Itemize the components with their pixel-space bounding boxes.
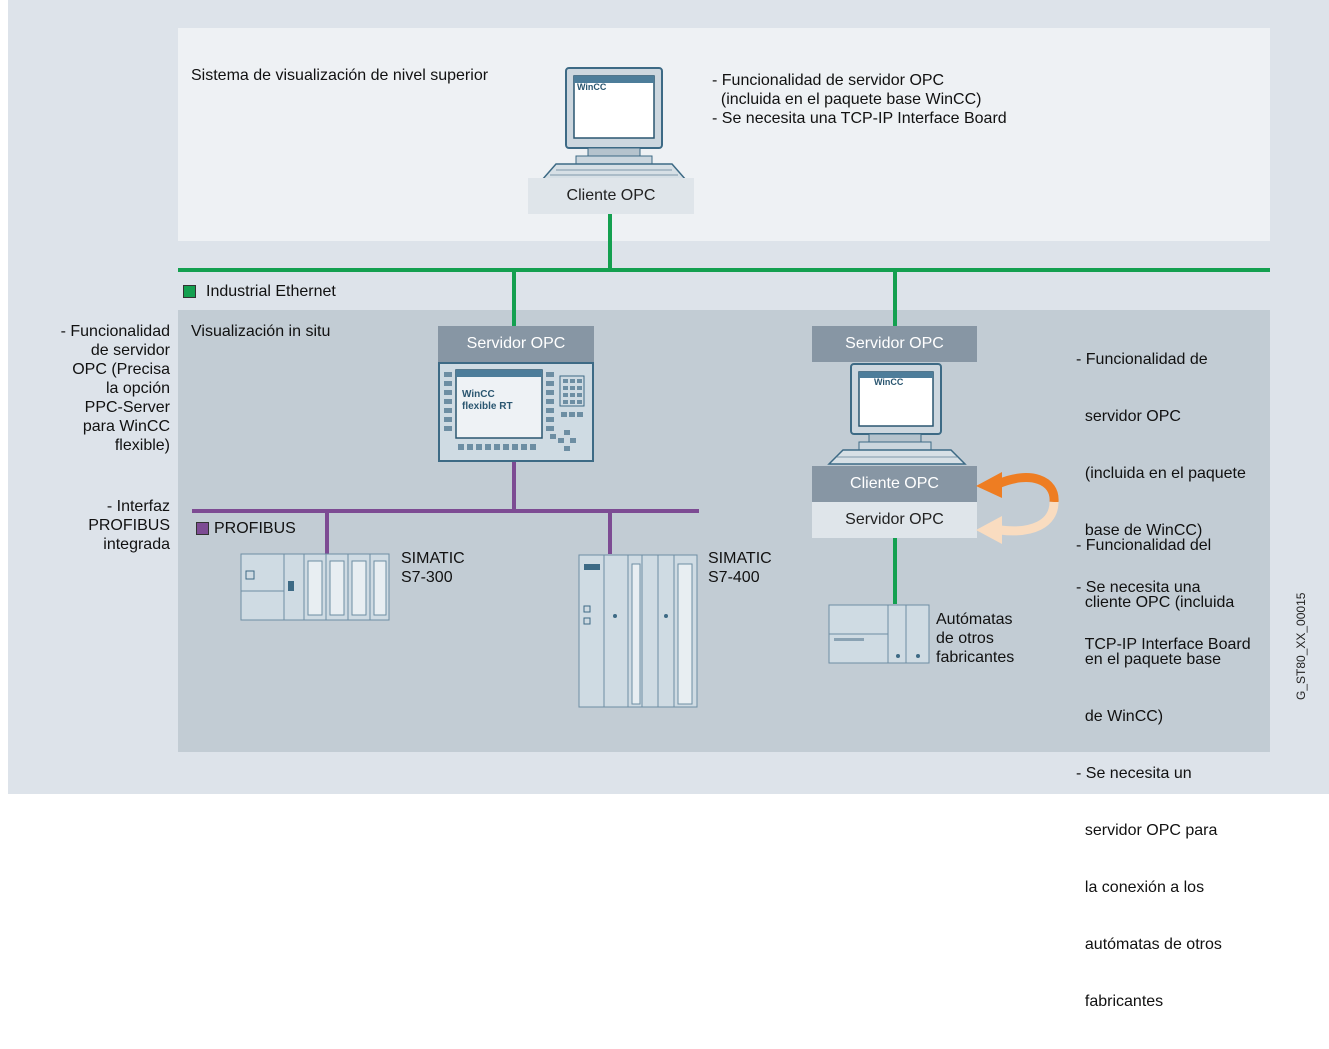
left-opc-note-line: la opción xyxy=(105,380,170,397)
panel-screen-line-1: WinCC xyxy=(462,389,495,400)
top-note-3: - Se necesita una TCP-IP Interface Board xyxy=(712,110,1007,127)
left-opc-note-line: - Funcionalidad xyxy=(60,323,170,340)
figure-id: G_ST80_XX_00015 xyxy=(1294,592,1308,700)
profibus-drop-s7-400 xyxy=(608,512,612,554)
s7-300-label-line-2: S7-300 xyxy=(401,569,453,586)
s7-400-plc-icon xyxy=(578,554,698,708)
top-note-1: - Funcionalidad de servidor OPC xyxy=(712,72,945,89)
profibus-bus xyxy=(192,509,699,513)
panel-screen-line-2: flexible RT xyxy=(462,401,513,412)
site-pc-screen-label: WinCC xyxy=(874,377,904,387)
ethernet-legend-swatch xyxy=(183,285,196,298)
right-server-note-line: TCP-IP Interface Board xyxy=(1076,636,1251,653)
left-opc-note: - Funcionalidad de servidor OPC (Precisa… xyxy=(28,322,170,455)
right-server-note-line: - Se necesita una xyxy=(1076,579,1201,596)
third-party-plc-label: Autómatas de otros fabricantes xyxy=(936,610,1014,667)
top-client-opc-box: Cliente OPC xyxy=(528,178,694,214)
s7-400-label: SIMATIC S7-400 xyxy=(708,549,772,587)
top-level-system-panel xyxy=(178,28,1270,241)
left-profibus-note-line: integrada xyxy=(103,536,170,553)
profibus-legend-swatch xyxy=(196,522,209,535)
s7-400-label-line-2: S7-400 xyxy=(708,569,760,586)
left-opc-note-line: PPC-Server xyxy=(84,399,170,416)
orange-arrowhead-icon xyxy=(976,472,1002,498)
right-client-note-line: fabricantes xyxy=(1076,993,1164,1010)
right-server-note-line: base de WinCC) xyxy=(1076,522,1203,539)
third-party-plc-icon xyxy=(828,604,930,664)
top-notes: - Funcionalidad de servidor OPC (incluid… xyxy=(712,71,1007,128)
right-server-note: - Funcionalidad de servidor OPC (incluid… xyxy=(1076,312,1251,692)
left-profibus-note: - Interfaz PROFIBUS integrada xyxy=(28,497,170,554)
top-system-title: Sistema de visualización de nivel superi… xyxy=(191,67,489,84)
profibus-label: PROFIBUS xyxy=(214,520,296,537)
left-opc-note-line: flexible) xyxy=(114,437,170,454)
right-client-note-line: de WinCC) xyxy=(1076,708,1164,725)
client-server-loop-arrows xyxy=(976,472,1059,544)
top-pc-icon xyxy=(540,67,688,181)
on-site-visualization-panel xyxy=(178,310,1270,752)
right-client-note-line: en el paquete base xyxy=(1076,651,1222,668)
right-server-note-line: servidor OPC xyxy=(1076,408,1181,425)
right-client-note-line: autómatas de otros xyxy=(1076,936,1222,953)
right-server-note-line: (incluida en el paquete xyxy=(1076,465,1246,482)
industrial-ethernet-bus xyxy=(178,268,1270,272)
site-title: Visualización in situ xyxy=(191,323,331,340)
ethernet-drop-pc xyxy=(893,270,897,326)
left-opc-note-line: OPC (Precisa xyxy=(72,361,170,378)
third-party-label-line-3: fabricantes xyxy=(936,649,1015,666)
top-pc-screen-label: WinCC xyxy=(577,82,607,92)
left-opc-note-line: para WinCC xyxy=(82,418,170,435)
profibus-drop-s7-300 xyxy=(325,512,329,554)
s7-300-label-line-1: SIMATIC xyxy=(401,550,465,567)
diagram-canvas: Sistema de visualización de nivel superi… xyxy=(8,0,1329,1010)
panel-opc-server-box: Servidor OPC xyxy=(438,326,594,362)
third-party-label-line-2: de otros xyxy=(936,630,994,647)
ethernet-drop-third-party xyxy=(893,538,897,604)
right-server-note-line: - Funcionalidad de xyxy=(1076,351,1208,368)
right-client-note-line: - Se necesita un xyxy=(1076,765,1192,782)
right-client-note-line: cliente OPC (incluida xyxy=(1076,594,1235,611)
light-arrowhead-icon xyxy=(976,516,1002,544)
pc-opc-server-box: Servidor OPC xyxy=(812,326,977,362)
panel-profibus-drop xyxy=(512,462,516,510)
left-opc-note-line: de servidor xyxy=(90,342,170,359)
top-note-2: (incluida en el paquete base WinCC) xyxy=(712,91,982,108)
right-client-note-line: la conexión a los xyxy=(1076,879,1205,896)
s7-400-label-line-1: SIMATIC xyxy=(708,550,772,567)
ethernet-drop-top xyxy=(608,214,612,270)
right-client-note-line: servidor OPC para xyxy=(1076,822,1218,839)
pc-second-opc-server-box: Servidor OPC xyxy=(812,502,977,538)
s7-300-plc-icon xyxy=(240,553,390,621)
ethernet-drop-panel xyxy=(512,270,516,326)
left-profibus-note-line: - Interfaz xyxy=(106,498,170,515)
right-client-note-line: - Funcionalidad del xyxy=(1076,537,1212,554)
s7-300-label: SIMATIC S7-300 xyxy=(401,549,465,587)
site-pc-icon xyxy=(827,363,967,465)
pc-client-opc-box: Cliente OPC xyxy=(812,466,977,502)
operator-panel-icon xyxy=(438,362,594,462)
orange-arrow-icon xyxy=(996,473,1059,503)
ethernet-label: Industrial Ethernet xyxy=(206,283,336,300)
left-profibus-note-line: PROFIBUS xyxy=(88,517,170,534)
right-client-note: - Funcionalidad del cliente OPC (incluid… xyxy=(1076,498,1234,1049)
third-party-label-line-1: Autómatas xyxy=(936,611,1013,628)
light-arrow-icon xyxy=(999,501,1059,536)
